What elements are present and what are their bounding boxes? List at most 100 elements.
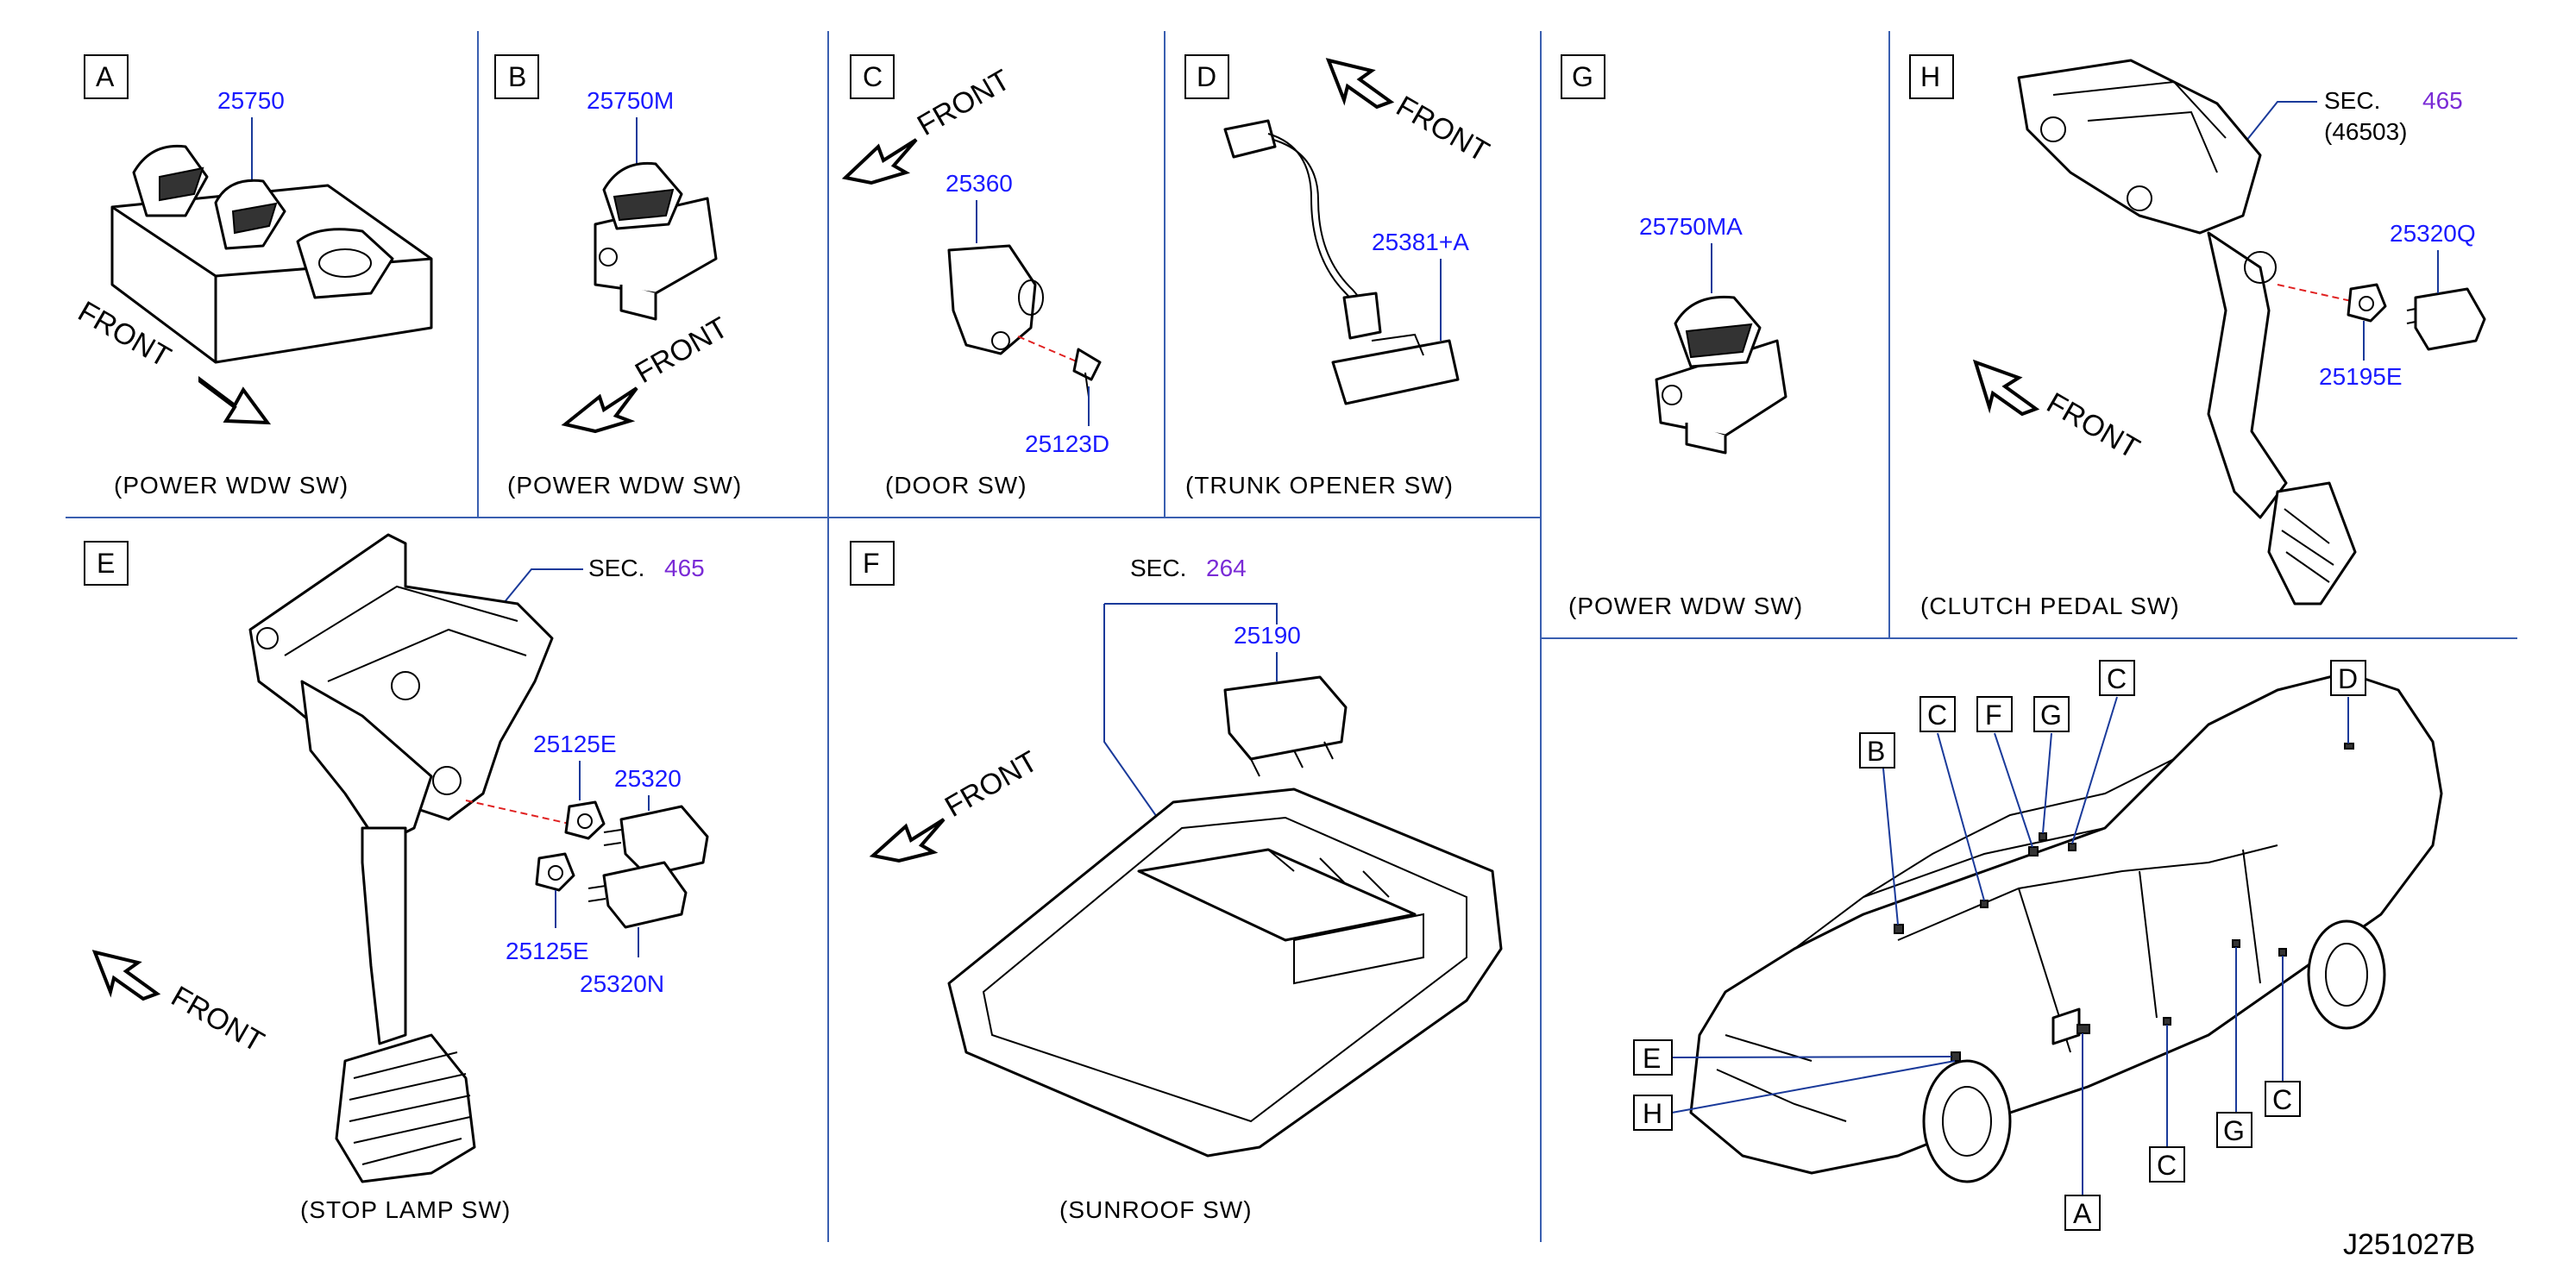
panel-letter: G	[1572, 61, 1593, 92]
clutch-pedal-switch	[2406, 287, 2486, 351]
panel-h: H SEC. 465 (46503) 25320Q 25195E	[1909, 54, 2486, 619]
clutch-pedal-assembly	[2017, 59, 2357, 605]
power-window-switch-b	[594, 161, 718, 321]
front-label: FRONT	[939, 744, 1043, 823]
clutch-switch-nut	[2347, 283, 2387, 323]
front-arrow	[561, 386, 638, 434]
panel-letter: H	[1920, 61, 1940, 92]
overhead-console	[947, 787, 1503, 1158]
part-number: 25750MA	[1639, 213, 1743, 240]
callout-g-1: G	[2033, 696, 2070, 732]
section-number: 465	[664, 555, 705, 581]
section-label: SEC.	[1130, 555, 1186, 581]
panel-letter: B	[508, 61, 526, 92]
svg-text:B: B	[1867, 736, 1885, 767]
part-number: 25381+A	[1372, 229, 1469, 255]
callout-leaders	[1671, 696, 2349, 1195]
panel-letter-box	[1184, 54, 1229, 99]
panel-letter: D	[1197, 61, 1216, 92]
svg-text:A: A	[2073, 1198, 2092, 1229]
front-arrow	[198, 376, 272, 425]
callout-a: A	[2064, 1195, 2101, 1231]
section-number: 264	[1206, 555, 1247, 581]
door-switch	[947, 244, 1044, 355]
panel-f: F SEC. 264 25190 FRONT (SUNROOF SW)	[850, 541, 1503, 1223]
door-switch-screw	[1072, 348, 1102, 398]
panel-caption: (TRUNK OPENER SW)	[1185, 472, 1454, 499]
callout-e: E	[1633, 1039, 1673, 1076]
svg-text:C: C	[2272, 1084, 2292, 1115]
callout-c-2: C	[2099, 660, 2135, 696]
front-arrow	[1972, 359, 2040, 417]
front-arrow	[91, 950, 161, 1001]
stop-lamp-switch-nut-upper	[564, 800, 606, 840]
panel-letter: F	[863, 548, 880, 579]
front-label: FRONT	[1391, 90, 1494, 168]
svg-text:E: E	[1643, 1043, 1661, 1074]
part-number-nut-upper: 25125E	[533, 731, 617, 757]
power-window-switch-g	[1655, 295, 1787, 455]
panel-caption: (POWER WDW SW)	[507, 472, 742, 499]
panel-letter-box	[850, 54, 895, 99]
panel-caption: (SUNROOF SW)	[1059, 1196, 1253, 1223]
stop-lamp-switch-nut-lower	[535, 852, 575, 892]
panel-letter-box	[850, 541, 895, 586]
svg-text:C: C	[2107, 663, 2127, 694]
panel-letter-box	[494, 54, 539, 99]
panel-letter: A	[96, 61, 115, 92]
callout-h: H	[1633, 1095, 1673, 1131]
panel-letter: E	[97, 548, 115, 579]
panel-letter-box	[1909, 54, 1954, 99]
panel-e: E SEC. 465	[84, 533, 709, 1223]
section-subnumber: (46503)	[2324, 118, 2408, 145]
part-number-switch-n: 25320N	[580, 970, 664, 997]
front-arrow	[869, 818, 946, 863]
part-number-nut: 25195E	[2319, 363, 2403, 390]
panel-letter-box	[1561, 54, 1605, 99]
panel-caption: (POWER WDW SW)	[114, 472, 349, 499]
section-number: 465	[2422, 87, 2463, 114]
callout-d: D	[2330, 660, 2366, 696]
section-label: SEC.	[588, 555, 644, 581]
front-label: FRONT	[630, 311, 733, 389]
svg-text:G: G	[2223, 1115, 2245, 1146]
panel-a: A 25750 FRONT (POWER WDW SW)	[72, 54, 433, 499]
svg-text:H: H	[1643, 1098, 1662, 1129]
panel-caption: (CLUTCH PEDAL SW)	[1920, 593, 2180, 619]
drawing-id: J251027B	[2343, 1228, 2475, 1261]
panel-caption: (DOOR SW)	[885, 472, 1027, 499]
part-number: 25750M	[587, 87, 674, 114]
callout-g-2: G	[2216, 1112, 2252, 1148]
component-markers	[1894, 743, 2354, 1062]
callout-b: B	[1859, 732, 1895, 769]
part-number-screw: 25123D	[1025, 430, 1109, 457]
panel-dividers	[66, 31, 2517, 1242]
sunroof-switch	[1223, 675, 1348, 777]
panel-caption: (STOP LAMP SW)	[300, 1196, 511, 1223]
stop-lamp-switch-n	[587, 861, 688, 929]
front-label: FRONT	[2041, 386, 2145, 465]
panel-b: B 25750M FRONT (POWER WDW SW)	[494, 54, 742, 499]
svg-text:G: G	[2040, 700, 2062, 731]
svg-text:D: D	[2338, 663, 2358, 694]
part-number: 25750	[217, 87, 285, 114]
front-label: FRONT	[912, 63, 1015, 141]
panel-letter-box	[84, 54, 129, 99]
callout-c-1: C	[1919, 696, 1956, 732]
section-label: SEC.	[2324, 87, 2380, 114]
trunk-opener-switch	[1223, 119, 1460, 405]
panel-caption: (POWER WDW SW)	[1568, 593, 1803, 619]
part-number: 25190	[1234, 622, 1301, 649]
panel-c: C FRONT 25360 25123D (DOOR SW)	[841, 54, 1109, 499]
power-window-master-switch	[110, 144, 433, 364]
part-number-switch: 25320	[614, 765, 682, 792]
part-number-switch: 25320Q	[2390, 220, 2476, 247]
front-arrow	[841, 138, 918, 185]
part-number-switch: 25360	[946, 170, 1013, 197]
front-label: FRONT	[166, 980, 269, 1058]
panel-letter-box	[84, 541, 129, 586]
callout-f: F	[1976, 696, 2013, 732]
callout-c-4: C	[2265, 1081, 2301, 1117]
vehicle-overview: B C F G C D E H	[1633, 660, 2443, 1231]
